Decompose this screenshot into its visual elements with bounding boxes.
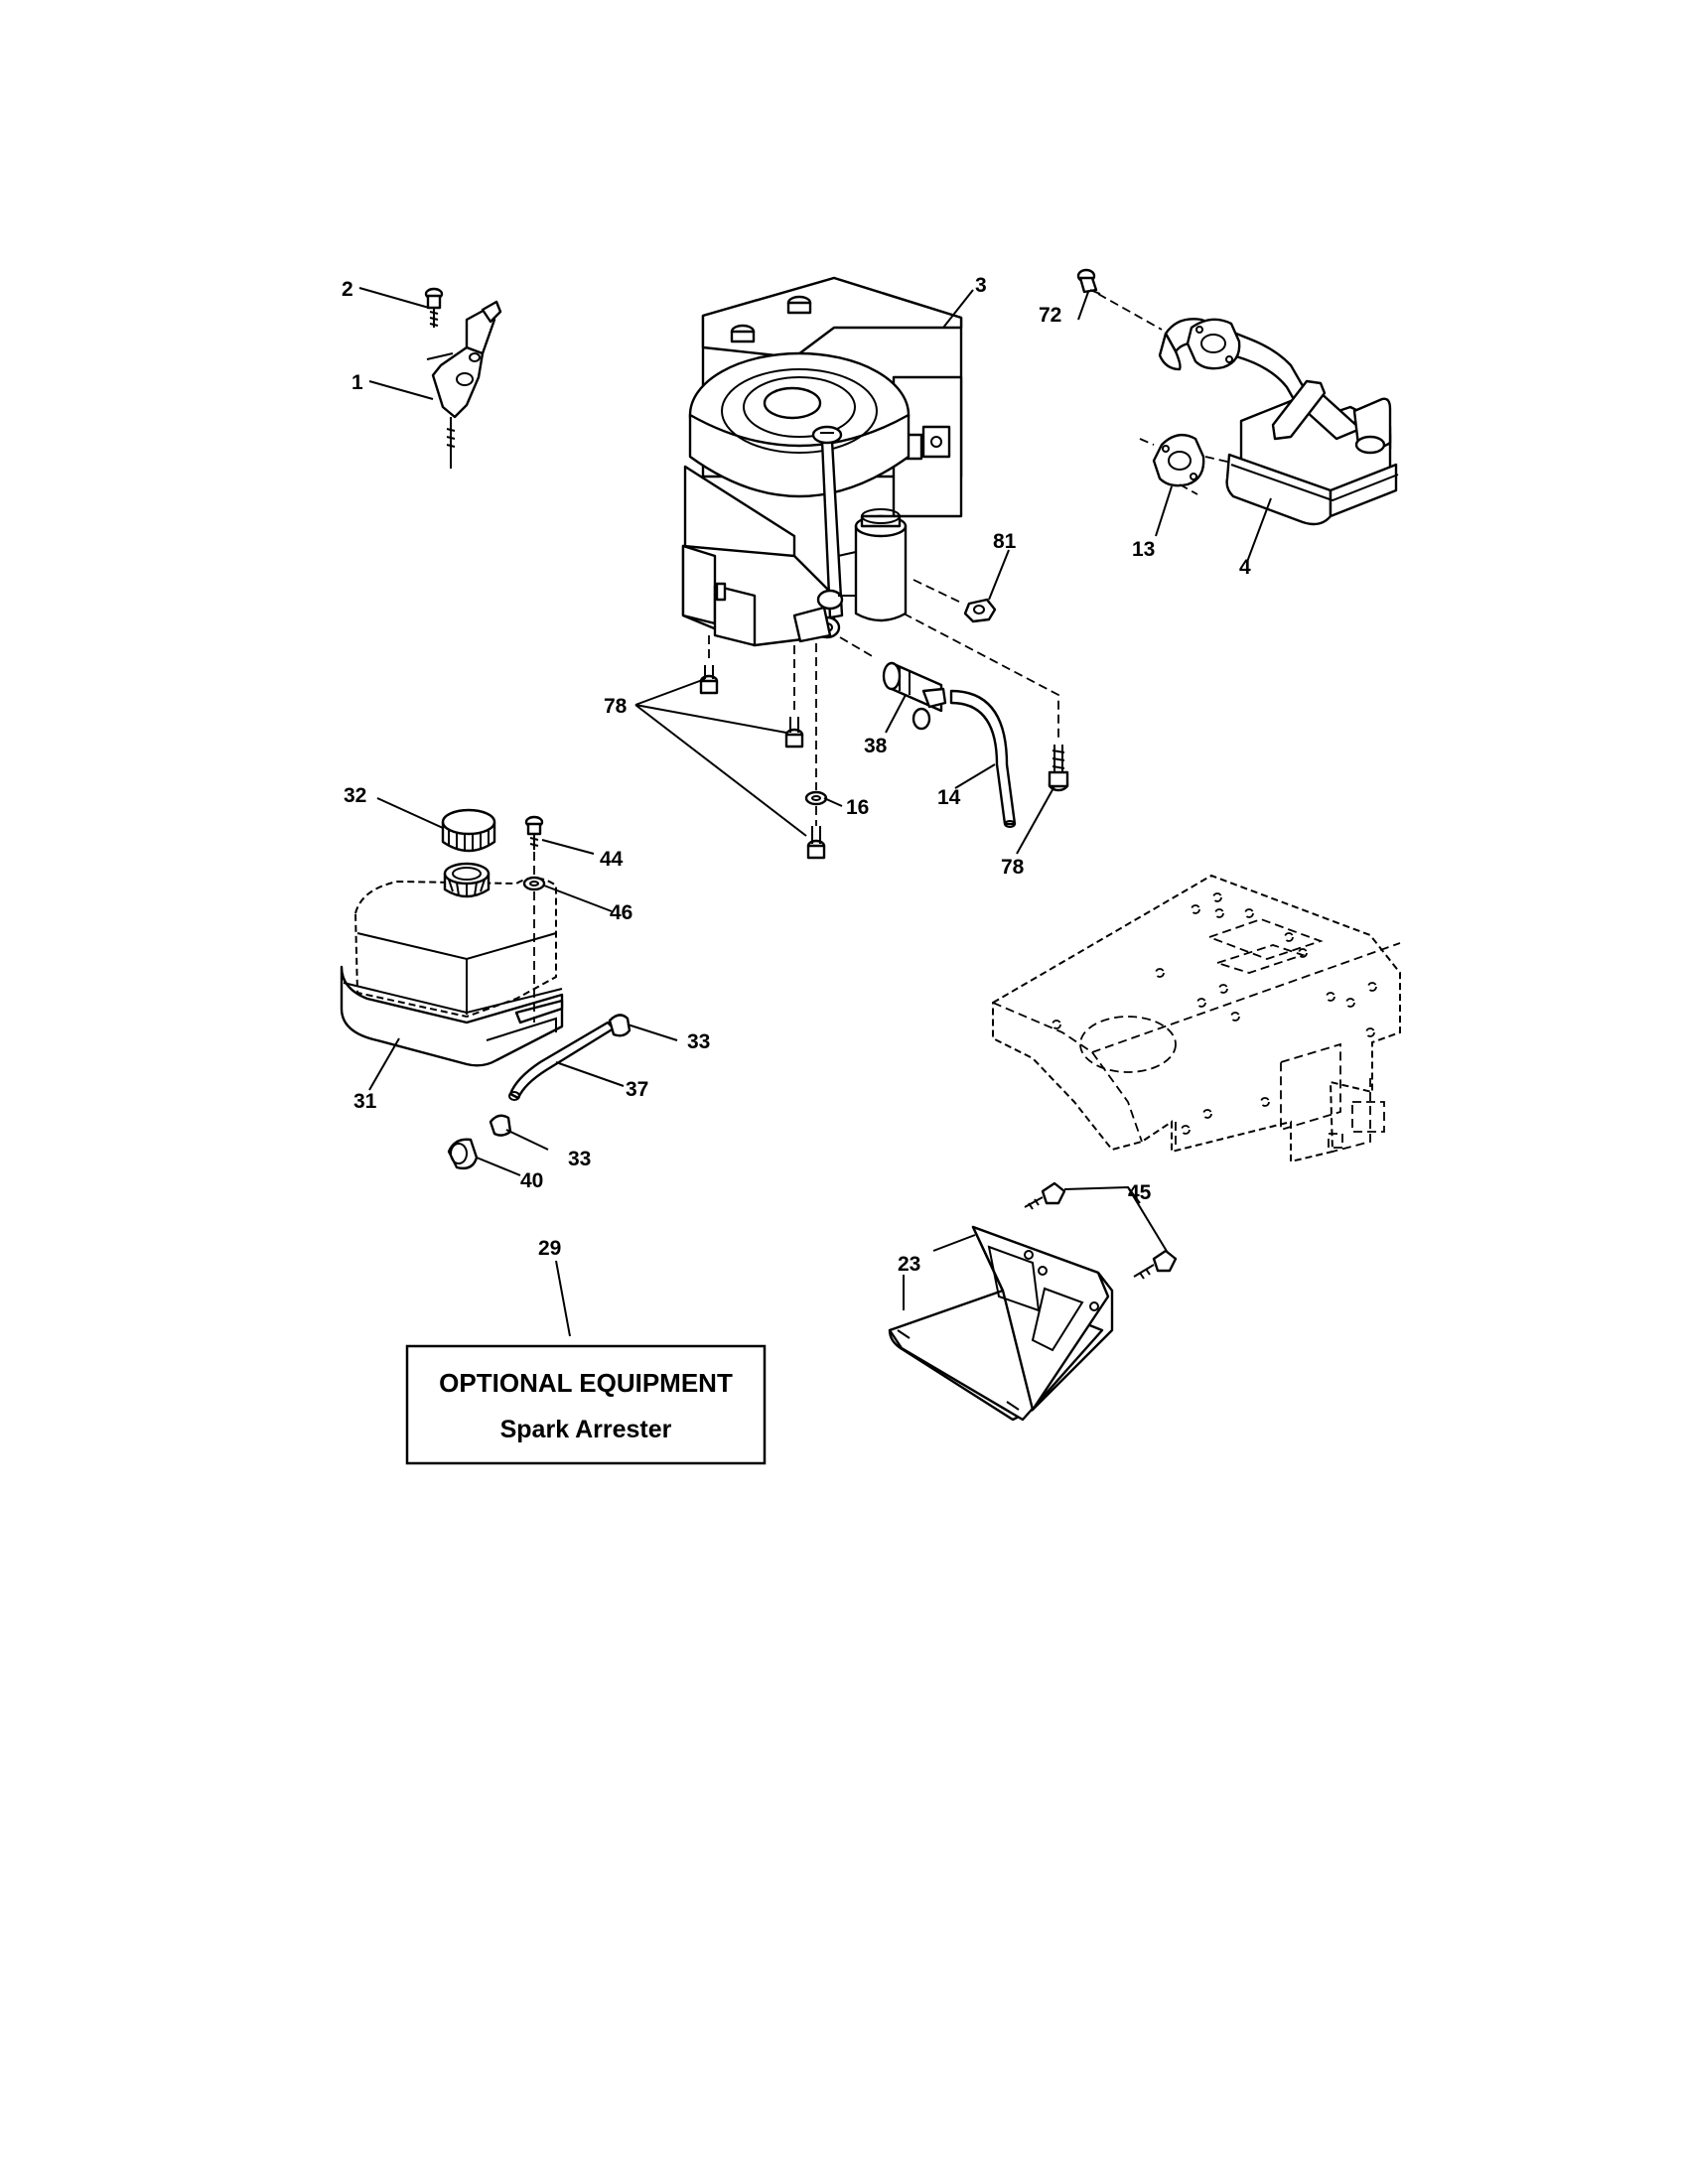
optional-equipment-box: OPTIONAL EQUIPMENT Spark Arrester: [405, 1344, 767, 1465]
callout-72: 72: [1039, 304, 1061, 327]
drain-valve-part: [882, 661, 947, 731]
hose-clamp-lower: [489, 1114, 512, 1137]
bolt-78-lower: [806, 826, 826, 860]
bolt-78-left: [699, 665, 719, 695]
callout-1: 1: [351, 371, 363, 394]
callout-2: 2: [342, 278, 353, 301]
callout-46: 46: [610, 901, 632, 924]
callout-78-b: 78: [1001, 856, 1025, 879]
optional-equipment-title: OPTIONAL EQUIPMENT: [439, 1368, 733, 1398]
callout-13: 13: [1132, 538, 1155, 561]
callout-45: 45: [1128, 1181, 1152, 1204]
callout-14: 14: [937, 786, 961, 809]
bolt-45-upper: [1024, 1181, 1066, 1210]
drain-hose-part: [949, 689, 1017, 828]
callout-31: 31: [353, 1090, 377, 1113]
gasket-part: [1152, 433, 1205, 487]
callout-40: 40: [520, 1169, 543, 1192]
bolt-78-mid: [784, 717, 804, 749]
tank-washer-part: [522, 876, 546, 891]
fuel-cap-part: [441, 808, 496, 853]
screw-part: [424, 287, 444, 328]
callout-44: 44: [600, 848, 624, 871]
callout-3: 3: [975, 274, 987, 297]
leader-lines: [358, 287, 1272, 1337]
bolt-part: [1076, 268, 1101, 295]
callout-33-a: 33: [687, 1030, 710, 1053]
hex-nut-part: [963, 598, 997, 623]
mounting-plate-part: [888, 1225, 1114, 1422]
spark-arrester-label: Spark Arrester: [500, 1416, 672, 1443]
callout-33-b: 33: [568, 1148, 591, 1170]
washer-part: [804, 790, 828, 806]
callout-4: 4: [1239, 556, 1251, 579]
callout-32: 32: [344, 784, 366, 807]
callout-37: 37: [626, 1078, 648, 1101]
fuel-fitting-part: [447, 1138, 479, 1170]
tank-screw-part: [524, 815, 544, 850]
hose-clamp-upper: [608, 1014, 632, 1037]
callout-23: 23: [898, 1253, 920, 1276]
bolt-78-right: [1048, 745, 1069, 792]
callout-38: 38: [864, 735, 888, 757]
throttle-bracket-part: [426, 300, 502, 469]
fuel-tank-part: [340, 862, 564, 1067]
callout-16: 16: [846, 796, 869, 819]
engine-part: [681, 276, 963, 647]
callout-81: 81: [993, 530, 1017, 553]
chassis-frame: [992, 874, 1401, 1163]
callout-29: 29: [538, 1237, 561, 1260]
callout-78-a: 78: [604, 695, 628, 718]
flange-gasket-upper: [1186, 318, 1241, 370]
bolt-45-lower: [1133, 1249, 1178, 1280]
